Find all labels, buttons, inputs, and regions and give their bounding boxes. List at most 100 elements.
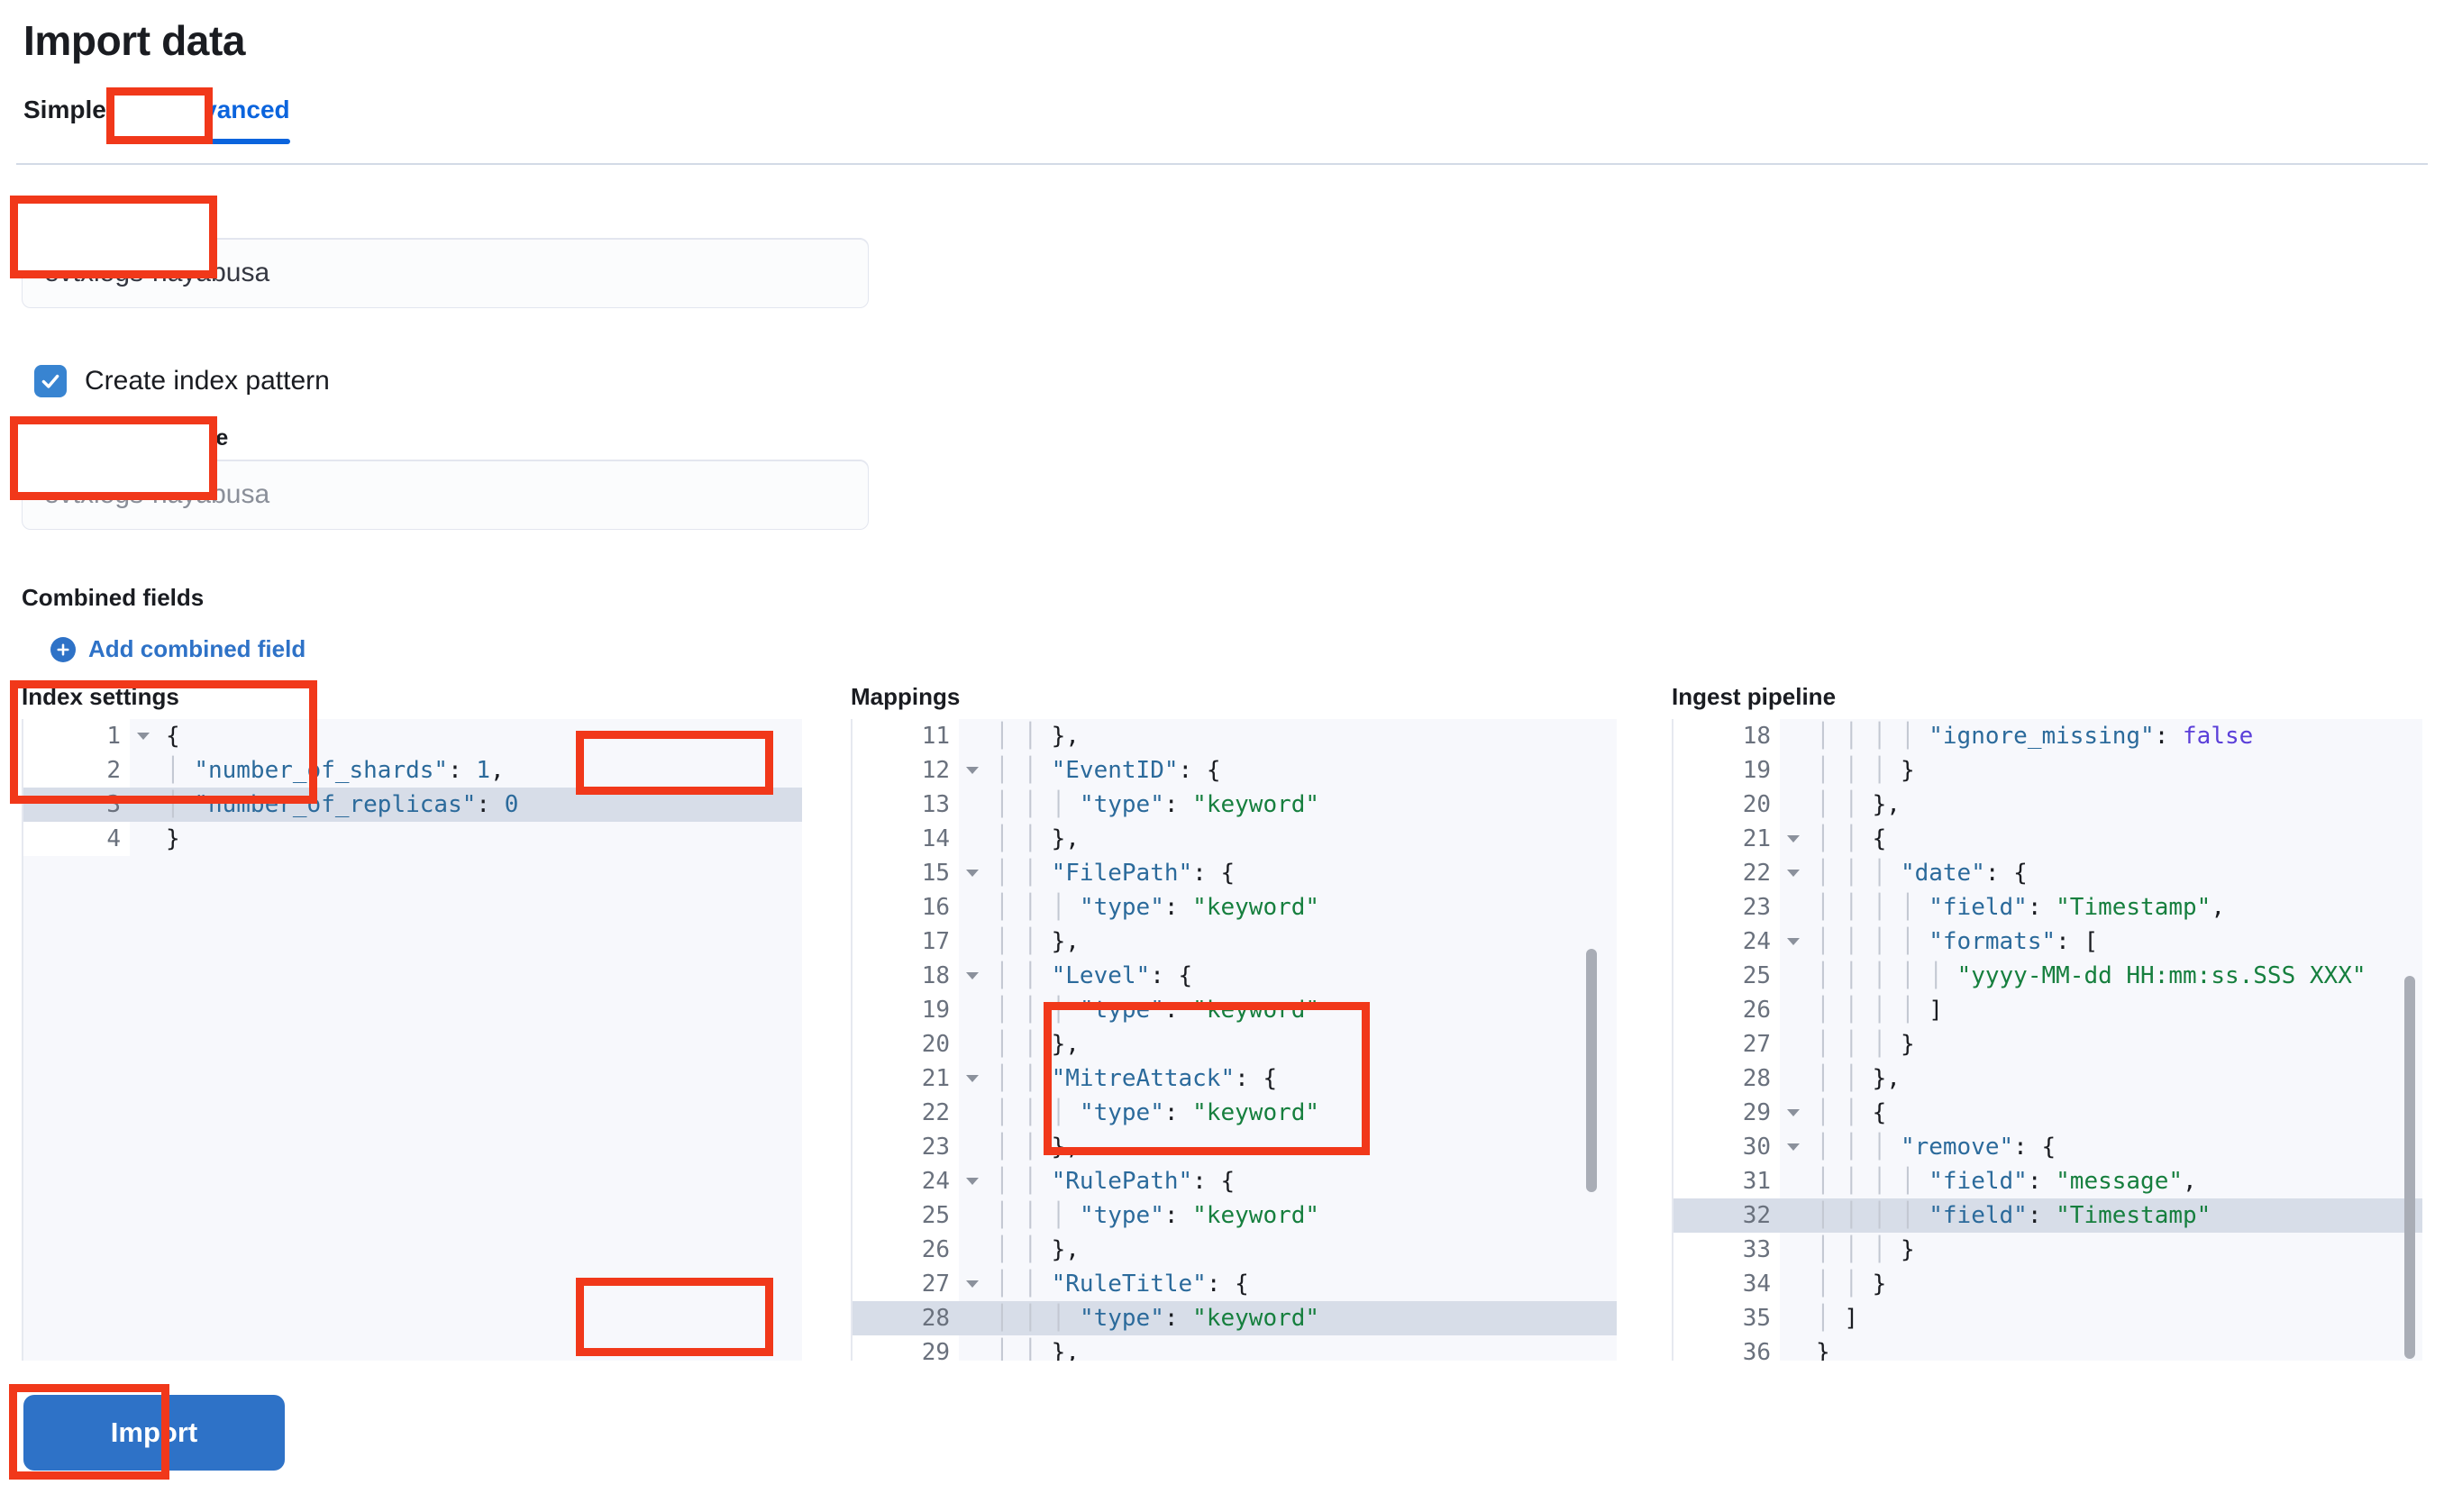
code-line[interactable]: 20│ │ }, [1673, 788, 2422, 822]
index-settings-column: Index settings 1{2│ "number_of_shards": … [22, 685, 802, 1361]
line-number: 35 [1673, 1301, 1780, 1335]
code-text: │ │ "RulePath": { [995, 1168, 1236, 1195]
line-number: 12 [853, 753, 979, 788]
line-number: 11 [853, 719, 959, 753]
code-line[interactable]: 21│ │ { [1673, 822, 2422, 856]
code-line[interactable]: 31│ │ │ │ "field": "message", [1673, 1164, 2422, 1198]
fold-arrow-icon[interactable] [966, 972, 979, 979]
code-text: { [166, 723, 180, 750]
code-line[interactable]: 19│ │ │ } [1673, 753, 2422, 788]
code-line[interactable]: 25│ │ │ │ │ "yyyy-MM-dd HH:mm:ss.SSS XXX… [1673, 959, 2422, 993]
code-line[interactable]: 21│ │ "MitreAttack": { [853, 1061, 1617, 1096]
code-line[interactable]: 12│ │ "EventID": { [853, 753, 1617, 788]
line-number: 32 [1673, 1198, 1780, 1233]
code-line[interactable]: 24 │ │ "RulePath": { [853, 1164, 1617, 1198]
code-line[interactable]: 19│ │ │ "type": "keyword" [853, 993, 1617, 1027]
line-number: 27 [1673, 1027, 1780, 1061]
code-line[interactable]: 32│ │ │ │ "field": "Timestamp" [1673, 1198, 2422, 1233]
code-line[interactable]: 2│ "number_of_shards": 1, [23, 753, 802, 788]
fold-arrow-icon[interactable] [1787, 835, 1800, 843]
code-text: │ │ │ "type": "keyword" [995, 1099, 1320, 1126]
code-line[interactable]: 27│ │ │ } [1673, 1027, 2422, 1061]
fold-arrow-icon[interactable] [137, 733, 150, 740]
code-line[interactable]: 3│ "number_of_replicas": 0 [23, 788, 802, 822]
add-combined-field-link[interactable]: Add combined field [50, 635, 306, 663]
combined-fields-label: Combined fields [22, 584, 205, 611]
code-text: │ │ { [1816, 825, 1887, 852]
fold-arrow-icon[interactable] [966, 767, 979, 774]
code-line[interactable]: 18│ │ "Level": { [853, 959, 1617, 993]
code-line[interactable]: 28│ │ │ "type": "keyword" [853, 1301, 1617, 1335]
code-line[interactable]: 24│ │ │ │ "formats": [ [1673, 925, 2422, 959]
code-line[interactable]: 28│ │ }, [1673, 1061, 2422, 1096]
code-line[interactable]: 15│ │ "FilePath": { [853, 856, 1617, 890]
code-line[interactable]: 30│ │ │ "remove": { [1673, 1130, 2422, 1164]
fold-arrow-icon[interactable] [1787, 938, 1800, 945]
code-line[interactable]: 23│ │ }, [853, 1130, 1617, 1164]
code-line[interactable]: 33│ │ │ } [1673, 1233, 2422, 1267]
index-pattern-name-input[interactable]: evtxlogs-hayabusa [22, 460, 869, 530]
import-button[interactable]: Import [23, 1395, 285, 1471]
code-text: │ │ │ │ "formats": [ [1816, 928, 2099, 955]
code-text: │ │ │ "date": { [1816, 860, 2028, 887]
create-index-pattern-row[interactable]: Create index pattern [34, 365, 330, 397]
code-line[interactable]: 25│ │ │ "type": "keyword" [853, 1198, 1617, 1233]
code-line[interactable]: 13│ │ │ "type": "keyword" [853, 788, 1617, 822]
line-number: 22 [853, 1096, 959, 1130]
ingest-pipeline-scrollbar[interactable] [2404, 976, 2415, 1359]
create-index-pattern-label: Create index pattern [85, 366, 330, 396]
code-line[interactable]: 27│ │ "RuleTitle": { [853, 1267, 1617, 1301]
fold-arrow-icon[interactable] [966, 1178, 979, 1185]
fold-arrow-icon[interactable] [966, 870, 979, 877]
line-number: 25 [1673, 959, 1780, 993]
code-line[interactable]: 34│ │ } [1673, 1267, 2422, 1301]
tab-advanced[interactable]: Advanced [137, 97, 323, 144]
line-number: 24 [853, 1164, 979, 1198]
add-combined-field-label: Add combined field [88, 635, 306, 662]
fold-arrow-icon[interactable] [966, 1280, 979, 1288]
code-line[interactable]: 35│ ] [1673, 1301, 2422, 1335]
code-line[interactable]: 22 │ │ │ "type": "keyword" [853, 1096, 1617, 1130]
fold-arrow-icon[interactable] [1787, 1143, 1800, 1151]
code-text: │ │ }, [995, 928, 1080, 955]
create-index-pattern-checkbox[interactable] [34, 365, 67, 397]
code-line[interactable]: 1{ [23, 719, 802, 753]
line-number: 28 [853, 1301, 959, 1335]
code-text: │ │ │ "type": "keyword" [995, 997, 1320, 1024]
code-text: │ │ } [1816, 1271, 1887, 1298]
line-number: 14 [853, 822, 959, 856]
line-number: 31 [1673, 1164, 1780, 1198]
code-line[interactable]: 29│ │ }, [853, 1335, 1617, 1361]
mappings-scrollbar[interactable] [1586, 949, 1597, 1192]
mappings-editor[interactable]: 11│ │ },12│ │ "EventID": {13│ │ │ "type"… [851, 719, 1617, 1361]
code-line[interactable]: 36} [1673, 1335, 2422, 1361]
line-number: 33 [1673, 1233, 1780, 1267]
fold-arrow-icon[interactable] [1787, 1109, 1800, 1116]
index-settings-editor[interactable]: 1{2│ "number_of_shards": 1,3│ "number_of… [22, 719, 802, 1361]
code-line[interactable]: 26│ │ }, [853, 1233, 1617, 1267]
code-line[interactable]: 22│ │ │ "date": { [1673, 856, 2422, 890]
code-line[interactable]: 16│ │ │ "type": "keyword" [853, 890, 1617, 925]
fold-arrow-icon[interactable] [966, 1075, 979, 1082]
code-line[interactable]: 20│ │ }, [853, 1027, 1617, 1061]
code-line[interactable]: 23│ │ │ │ "field": "Timestamp", [1673, 890, 2422, 925]
code-text: │ │ │ "type": "keyword" [995, 1202, 1320, 1229]
index-name-label: Index name [22, 204, 146, 229]
line-number: 29 [1673, 1096, 1800, 1130]
line-number: 30 [1673, 1130, 1800, 1164]
tab-simple[interactable]: Simple [23, 96, 106, 123]
code-text: │ │ }, [995, 1031, 1080, 1058]
code-line[interactable]: 18│ │ │ │ "ignore_missing": false [1673, 719, 2422, 753]
line-number: 18 [1673, 719, 1780, 753]
code-line[interactable]: 11│ │ }, [853, 719, 1617, 753]
code-line[interactable]: 17│ │ }, [853, 925, 1617, 959]
index-name-input[interactable]: evtxlogs-hayabusa [22, 238, 869, 308]
fold-arrow-icon[interactable] [1787, 870, 1800, 877]
code-line[interactable]: 29│ │ { [1673, 1096, 2422, 1130]
line-number: 19 [1673, 753, 1780, 788]
code-line[interactable]: 4} [23, 822, 802, 856]
line-number: 23 [1673, 890, 1780, 925]
code-line[interactable]: 26│ │ │ │ ] [1673, 993, 2422, 1027]
code-line[interactable]: 14│ │ }, [853, 822, 1617, 856]
